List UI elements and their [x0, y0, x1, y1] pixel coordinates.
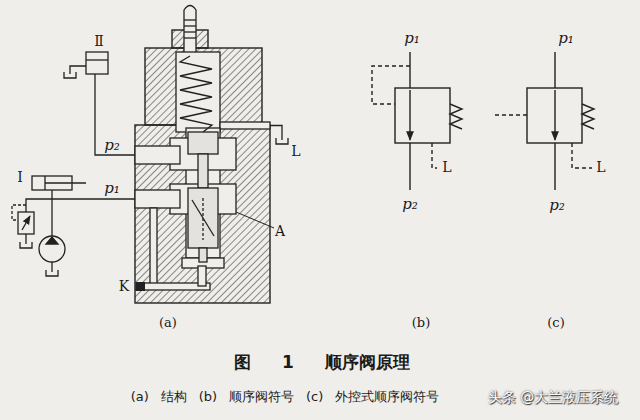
hydraulic-circuit-part: [26, 199, 135, 212]
external-sequence-valve-symbol-part: [495, 114, 527, 115]
hydraulic-circuit-part: [45, 182, 86, 183]
spool: [188, 132, 218, 262]
part-label: K: [119, 279, 129, 294]
figure-title: 图 1 顺序阀原理: [234, 353, 411, 372]
sequence-valve-symbol-part: [395, 88, 450, 143]
valve-cavities-part: [176, 52, 220, 132]
hydraulic-circuit-part: [12, 205, 26, 220]
spool-part: [192, 200, 214, 236]
valve-cavities-part: [186, 128, 220, 258]
plug-k-part: [136, 282, 145, 291]
part-label: A: [275, 224, 285, 239]
adjusting-screw: [184, 6, 196, 57]
sequence-valve-symbol-part: [409, 143, 410, 190]
adjusting-screw-part: [184, 37, 196, 38]
spool-part: [198, 154, 208, 188]
valve-body-part: [135, 125, 270, 303]
subfigure-label: (a): [159, 316, 177, 330]
hydraulic-circuit-part: [51, 262, 52, 272]
pressure-label: p₂: [104, 137, 120, 154]
pressure-label: p₁: [558, 30, 574, 47]
hydraulic-circuit-part: [25, 234, 26, 244]
pressure-label: p₂: [402, 196, 418, 213]
valve-cavities-part: [220, 122, 270, 129]
adjusting-screw-part: [184, 6, 196, 57]
port-label: L: [442, 160, 451, 175]
plug-k: [136, 282, 145, 291]
hydraulic-circuit-part: [20, 242, 32, 248]
sequence-valve-symbol-part: [450, 104, 462, 129]
hydraulic-circuit-part: [86, 52, 108, 74]
spool-part: [188, 188, 218, 248]
cylinder-label: Ⅰ: [17, 170, 23, 185]
drain-line-part: [276, 138, 288, 144]
drain-line-part: [270, 126, 282, 141]
sequence-valve-symbol: [372, 52, 462, 190]
external-sequence-valve-symbol-part: [554, 90, 555, 140]
valve-cavities-part: [135, 190, 180, 208]
external-sequence-valve-symbol-part: [554, 143, 555, 190]
spool-part: [188, 132, 218, 154]
cylinder-label: Ⅱ: [94, 34, 104, 49]
figure-caption: (a) 结构 (b) 顺序阀符号 (c) 外控式顺序阀符号: [131, 390, 439, 404]
spring: [180, 56, 212, 132]
valve-cavities-part: [198, 266, 206, 286]
hydraulic-circuit-part: [51, 190, 52, 199]
hydraulic-circuit-part: [18, 212, 34, 234]
hydraulic-circuit-part: [70, 66, 86, 74]
sequence-valve-symbol-part: [432, 143, 437, 168]
adjusting-screw-part: [184, 19, 196, 20]
external-sequence-valve-symbol: [495, 52, 594, 190]
valve-body: [135, 30, 270, 303]
adjusting-screw-part: [184, 31, 196, 32]
leader-line-part: [236, 212, 274, 228]
hydraulic-circuit-part: [51, 199, 52, 236]
subfigure-label: (b): [412, 316, 430, 330]
sequence-valve-symbol-part: [372, 66, 410, 104]
spool-part: [199, 248, 207, 262]
valve-cavities: [135, 52, 270, 290]
port-label: L: [291, 144, 300, 159]
valve-cavities-part: [150, 208, 157, 288]
valve-cavities-part: [135, 146, 180, 164]
hydraulic-circuit-part: [64, 72, 76, 78]
subfigure-label: (c): [547, 316, 564, 330]
hydraulic-circuit-part: [22, 216, 30, 230]
pressure-label: p₂: [549, 197, 565, 214]
hydraulic-circuit-part: [46, 237, 58, 244]
spring-part: [180, 56, 212, 132]
sequence-valve-symbol-part: [409, 52, 410, 88]
pressure-label: p₁: [104, 180, 120, 197]
leader-line: [236, 212, 274, 228]
sequence-valve-symbol-part: [409, 90, 410, 140]
adjusting-screw-part: [184, 25, 196, 26]
pressure-label: p₁: [404, 30, 420, 47]
hydraulic-circuit-part: [46, 270, 58, 276]
external-sequence-valve-symbol-part: [572, 143, 592, 168]
external-sequence-valve-symbol-part: [527, 88, 582, 143]
watermark: 头条 @大兰液压系统: [488, 390, 618, 405]
hydraulic-circuit-part: [86, 59, 108, 60]
drain-line: [270, 126, 288, 145]
external-sequence-valve-symbol-part: [582, 104, 594, 129]
external-sequence-valve-symbol-part: [554, 52, 555, 88]
hydraulic-circuit: [12, 52, 135, 276]
hydraulic-circuit-part: [39, 236, 65, 262]
port-label: L: [596, 160, 605, 175]
hydraulic-circuit-part: [95, 74, 135, 155]
